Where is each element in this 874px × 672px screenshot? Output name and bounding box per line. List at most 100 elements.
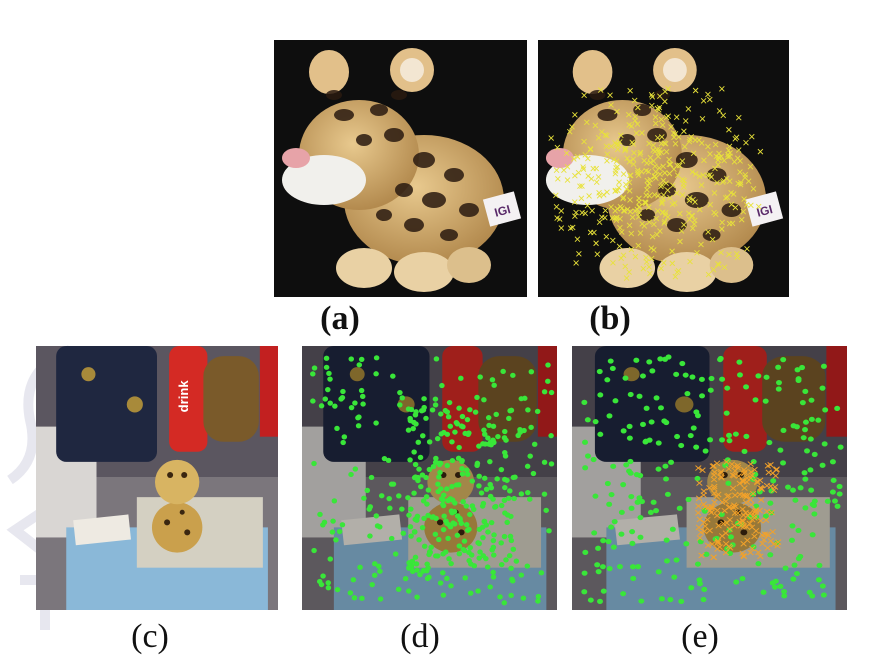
keypoint-dot-marker — [655, 569, 662, 575]
keypoint-dot-marker — [626, 468, 633, 474]
keypoint-dot-marker — [527, 496, 533, 502]
keypoint-x-marker — [720, 178, 727, 184]
keypoint-dot-marker — [490, 437, 496, 443]
keypoint-x-marker — [707, 151, 713, 157]
keypoint-dot-marker — [524, 463, 531, 469]
keypoint-x-marker — [567, 225, 574, 231]
keypoint-x-marker — [695, 503, 702, 509]
keypoint-x-marker — [593, 165, 600, 172]
keypoint-dot-marker — [733, 579, 740, 585]
keypoint-x-marker — [662, 170, 668, 176]
keypoint-x-marker — [620, 171, 627, 177]
keypoint-x-marker — [625, 111, 632, 118]
keypoint-dot-marker — [546, 528, 552, 534]
keypoint-dot-marker — [356, 362, 363, 368]
keypoint-dot-marker — [407, 524, 414, 530]
keypoint-dot-marker — [503, 557, 509, 563]
keypoint-dot-marker — [781, 593, 788, 599]
keypoint-x-marker — [705, 91, 711, 98]
keypoint-dot-marker — [802, 476, 809, 482]
keypoint-x-marker — [631, 97, 638, 104]
keypoint-x-marker — [750, 186, 757, 192]
keypoint-x-marker — [728, 201, 735, 208]
keypoint-x-marker — [656, 104, 663, 111]
keypoint-dot-marker — [425, 512, 431, 518]
keypoint-x-marker — [573, 260, 579, 266]
keypoint-dot-marker — [811, 451, 818, 457]
keypoint-dot-marker — [474, 460, 481, 466]
keypoint-x-marker — [614, 108, 620, 115]
keypoint-dot-marker — [690, 425, 697, 431]
keypoint-x-marker — [755, 203, 762, 210]
keypoint-dot-marker — [444, 575, 450, 581]
keypoint-x-marker — [732, 204, 739, 211]
keypoint-dot-marker — [330, 518, 336, 524]
keypoint-x-marker — [626, 158, 633, 165]
keypoint-x-marker — [572, 213, 578, 220]
keypoint-x-marker — [687, 136, 693, 143]
keypoint-dot-marker — [467, 544, 474, 551]
keypoint-x-marker — [650, 247, 657, 253]
keypoint-dot-marker — [385, 457, 392, 463]
keypoint-dot-marker — [449, 510, 456, 516]
keypoint-x-marker — [603, 233, 610, 240]
keypoint-x-marker — [627, 172, 633, 179]
keypoint-x-marker — [679, 192, 686, 198]
keypoint-dot-marker — [501, 435, 508, 441]
keypoint-x-marker — [762, 517, 770, 523]
keypoint-dot-marker — [638, 598, 645, 604]
keypoint-markers-e — [581, 354, 844, 604]
keypoint-dot-marker — [406, 512, 412, 518]
keypoint-dot-marker — [490, 538, 497, 544]
keypoint-x-marker — [646, 263, 652, 270]
keypoint-x-marker — [650, 158, 657, 164]
keypoint-dot-marker — [626, 435, 633, 441]
keypoint-dot-marker — [525, 490, 531, 496]
keypoint-x-marker — [580, 164, 586, 170]
keypoint-dot-marker — [445, 535, 451, 542]
keypoint-dot-marker — [411, 475, 418, 481]
keypoint-x-marker — [704, 516, 711, 523]
keypoint-x-marker — [681, 143, 688, 150]
keypoint-x-marker — [689, 169, 696, 175]
keypoint-dot-marker — [412, 461, 419, 468]
keypoint-dot-marker — [481, 518, 488, 524]
keypoint-x-marker — [647, 159, 654, 166]
keypoint-x-marker — [585, 155, 591, 162]
keypoint-markers-d — [310, 355, 555, 606]
keypoint-dot-marker — [453, 482, 460, 488]
keypoint-x-marker — [630, 161, 637, 167]
keypoint-x-marker — [736, 491, 744, 498]
keypoint-dot-marker — [369, 582, 375, 588]
keypoint-x-marker — [668, 124, 674, 130]
tag-label-b: IGI — [755, 202, 774, 220]
keypoint-dot-marker — [470, 506, 477, 513]
keypoint-dot-marker — [421, 396, 427, 402]
keypoint-dot-marker — [405, 495, 411, 501]
keypoint-dot-marker — [373, 355, 380, 361]
keypoint-x-marker — [623, 181, 629, 188]
keypoint-dot-marker — [437, 469, 443, 476]
keypoint-dot-marker — [332, 403, 338, 409]
keypoint-dot-marker — [323, 364, 330, 370]
keypoint-dot-marker — [629, 540, 636, 546]
keypoint-x-marker — [741, 469, 749, 475]
keypoint-x-marker — [699, 467, 706, 474]
keypoint-x-marker — [628, 230, 635, 237]
keypoint-dot-marker — [606, 565, 613, 572]
keypoint-x-marker — [706, 484, 713, 491]
keypoint-x-marker — [558, 225, 565, 231]
keypoint-dot-marker — [592, 493, 599, 499]
keypoint-dot-marker — [459, 413, 466, 420]
keypoint-dot-marker — [445, 414, 452, 420]
keypoint-dot-marker — [480, 534, 486, 541]
keypoint-dot-marker — [468, 561, 474, 567]
keypoint-dot-marker — [355, 423, 362, 429]
keypoint-x-marker — [729, 485, 737, 492]
keypoint-x-marker — [650, 147, 657, 154]
keypoint-x-marker — [616, 243, 623, 250]
keypoint-x-marker — [740, 523, 748, 529]
keypoint-dot-marker — [396, 493, 402, 499]
keypoint-dot-marker — [371, 572, 378, 578]
keypoint-dot-marker — [483, 486, 490, 492]
